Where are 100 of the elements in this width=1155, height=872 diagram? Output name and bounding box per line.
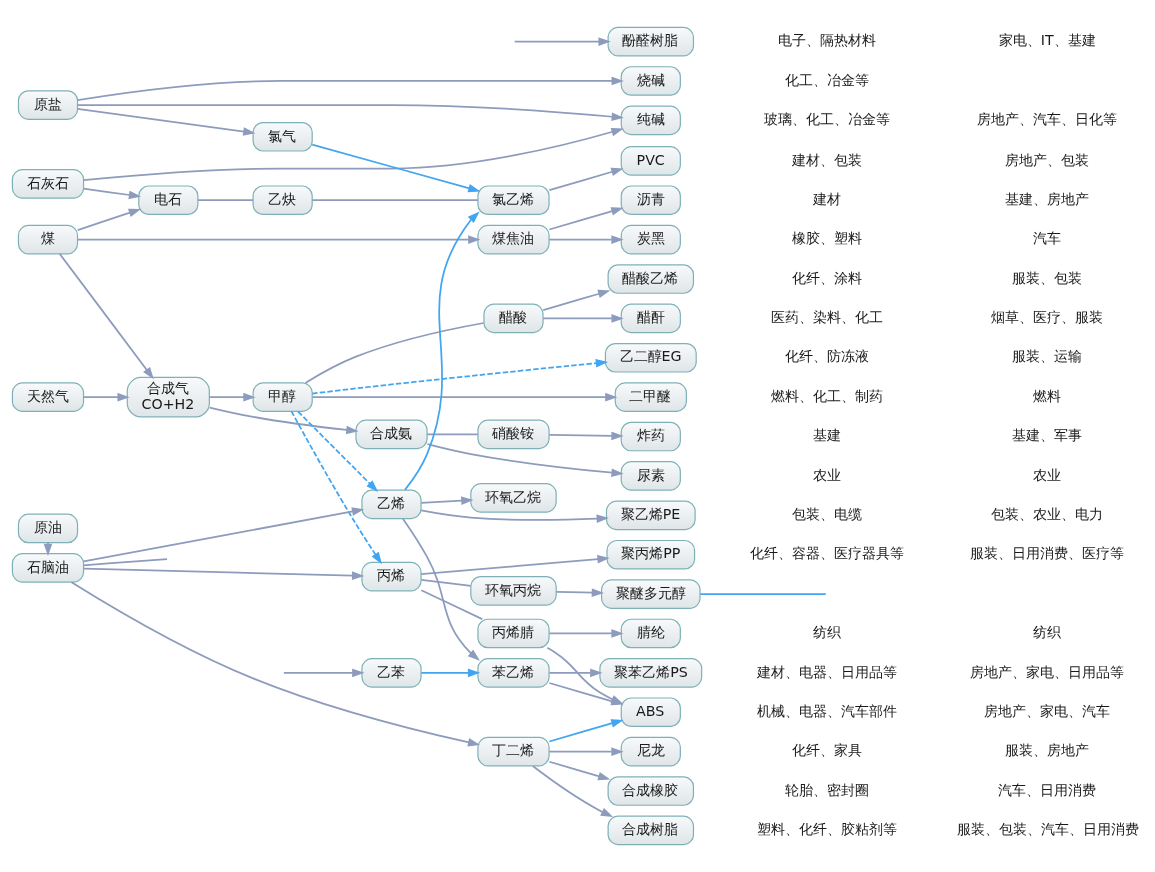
node-box: 醋酸 [483, 303, 544, 334]
label: 包装、农业、电力 [991, 506, 1104, 523]
node-box: 氯乙烯 [477, 185, 550, 216]
label: 服装、包装、汽车、日用消费 [956, 821, 1139, 838]
label: 房地产、汽车、日化等 [977, 111, 1118, 128]
label: 燃料 [1033, 387, 1062, 404]
arrow [208, 406, 359, 435]
label: 轮胎、密封圈 [784, 781, 869, 798]
arrow [311, 358, 609, 395]
arrow [420, 509, 609, 523]
node-box: 聚醚多元醇 [600, 579, 701, 609]
node-box: 合成树脂 [607, 815, 695, 846]
arrow [76, 76, 624, 102]
node-box: 聚苯乙烯PS [599, 658, 703, 688]
connector [82, 558, 168, 567]
label: 化纤、容器、医疗器具等 [749, 545, 904, 562]
arrow [420, 554, 610, 576]
label: 医药、染料、化工 [770, 309, 883, 326]
arrow [402, 517, 480, 661]
label: 化纤、防冻液 [784, 348, 869, 365]
label: 基建、军事 [1012, 427, 1083, 444]
arrow [311, 392, 618, 402]
node-box: 炸药 [620, 421, 681, 452]
node-box: 乙苯 [361, 658, 422, 688]
node-box: 烧碱 [620, 66, 681, 96]
arrow [420, 668, 481, 678]
node-box: 沥青 [620, 185, 681, 216]
label: 塑料、化纤、胶粘剂等 [756, 821, 897, 838]
label: 化工、冶金等 [784, 71, 869, 88]
node-box: 纯碱 [620, 105, 681, 136]
label: 服装、日用消费、医疗等 [970, 545, 1125, 562]
node-box: 合成氨 [355, 419, 428, 450]
label: 电子、隔热材料 [777, 32, 876, 49]
arrow [82, 507, 365, 563]
arrow [76, 104, 624, 121]
node-box: 煤 [17, 224, 79, 255]
label: 基建、房地产 [1005, 190, 1090, 207]
node-box: 甲醇 [252, 382, 313, 412]
node-box: PVC [620, 146, 681, 176]
connector [426, 433, 479, 436]
node-box: 合成气 CO+H2 [126, 376, 210, 418]
node-box: 聚丙烯PP [606, 539, 696, 570]
label: 包装、电缆 [791, 506, 862, 523]
arrow [82, 187, 142, 200]
node-box: 氯气 [252, 121, 313, 152]
arrow [420, 496, 474, 505]
node-box: 醋酸乙烯 [607, 264, 695, 294]
label: 基建 [812, 427, 841, 444]
node-box: 环氧丙烷 [470, 576, 557, 606]
label: 汽车、日用消费 [998, 781, 1097, 798]
node-box: 醋酐 [620, 303, 681, 334]
node-box: 尿素 [620, 461, 681, 491]
connector [699, 593, 827, 595]
node-box: 天然气 [11, 382, 85, 412]
arrow [76, 108, 256, 136]
node-box: 石脑油 [11, 553, 85, 583]
node-box: 原盐 [17, 90, 79, 120]
arrow [70, 581, 481, 747]
arrow [542, 314, 624, 323]
arrow [548, 719, 624, 743]
arrow [208, 392, 256, 402]
arrow [58, 253, 154, 380]
node-box: 乙炔 [252, 185, 313, 216]
arrow [76, 208, 141, 231]
arrow [282, 668, 365, 678]
node-box: 苯乙烯 [477, 658, 550, 688]
label: 建材 [812, 190, 841, 207]
label: 机械、电器、汽车部件 [756, 702, 897, 719]
node-box: 环氧乙烷 [470, 483, 557, 513]
label: 家电、IT、基建 [998, 32, 1096, 49]
arrow [82, 567, 365, 580]
node-box: 硝酸铵 [477, 419, 550, 450]
label: 农业 [1033, 466, 1062, 483]
label: 房地产、家电、日用品等 [970, 663, 1125, 680]
label: 服装、运输 [1012, 348, 1083, 365]
label: 建材、包装 [791, 151, 862, 168]
arrow [548, 629, 624, 638]
node-box: ABS [620, 697, 681, 728]
node-box: 乙二醇EG [604, 342, 697, 373]
label: 燃料、化工、制药 [770, 387, 883, 404]
arrow [548, 668, 603, 678]
arrow [531, 765, 614, 818]
arrow [548, 431, 624, 441]
label: 橡胶、塑料 [791, 230, 862, 247]
label: 服装、房地产 [1005, 742, 1090, 759]
arrow [555, 588, 604, 597]
arrow [76, 235, 481, 244]
label: 纺织 [1033, 624, 1062, 641]
label: 建材、电器、日用品等 [756, 663, 897, 680]
label: 玻璃、化工、冶金等 [764, 111, 891, 128]
node-box: 炭黑 [620, 224, 681, 255]
label: 化纤、涂料 [791, 269, 862, 286]
connector [197, 199, 254, 202]
arrow [548, 747, 624, 756]
connector [304, 322, 485, 384]
connector [311, 199, 479, 202]
node-box: 丙烯腈 [477, 618, 550, 649]
connector [420, 579, 472, 587]
node-box: 尼龙 [620, 736, 681, 767]
label: 服装、包装 [1012, 269, 1083, 286]
